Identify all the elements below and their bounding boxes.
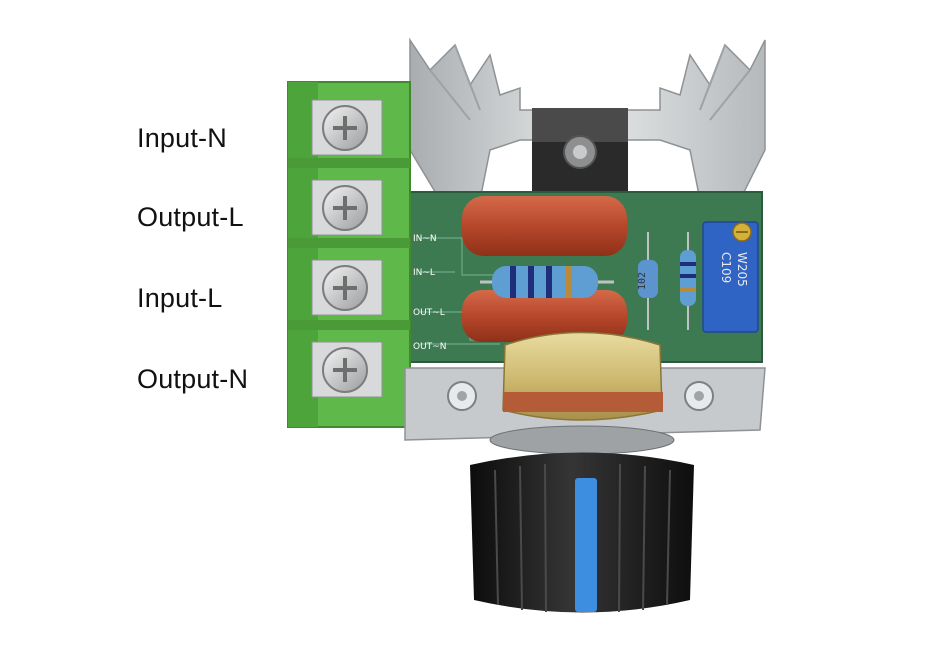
film-capacitors: [462, 196, 627, 342]
knob-indicator: [575, 478, 597, 612]
label-output-n: Output-N: [137, 364, 249, 394]
main-potentiometer: [489, 331, 675, 455]
silk-out-n: OUT~N: [413, 342, 446, 352]
resistor: [480, 266, 614, 298]
silk-in-n: IN~N: [413, 234, 437, 244]
terminal-screw-2: [311, 179, 383, 236]
terminal-screw-3: [311, 259, 383, 316]
trimmer-marking-1: W205: [735, 252, 749, 287]
triac: [532, 108, 628, 203]
terminal-screw-1: [311, 99, 383, 156]
small-resistor: [680, 232, 696, 330]
trimmer-marking-2: C109: [719, 252, 733, 283]
control-knob: [470, 452, 694, 613]
label-output-l: Output-L: [137, 202, 244, 232]
small-capacitor: 102: [637, 232, 658, 330]
label-input-n: Input-N: [137, 123, 227, 153]
silk-out-l: OUT~L: [413, 308, 445, 318]
terminal-block: [287, 81, 411, 428]
silk-in-l: IN~L: [413, 268, 435, 278]
trimmer-potentiometer: W205 C109: [702, 221, 759, 333]
cap-marking: 102: [637, 272, 648, 290]
terminal-screw-4: [311, 341, 383, 398]
label-input-l: Input-L: [137, 283, 223, 313]
